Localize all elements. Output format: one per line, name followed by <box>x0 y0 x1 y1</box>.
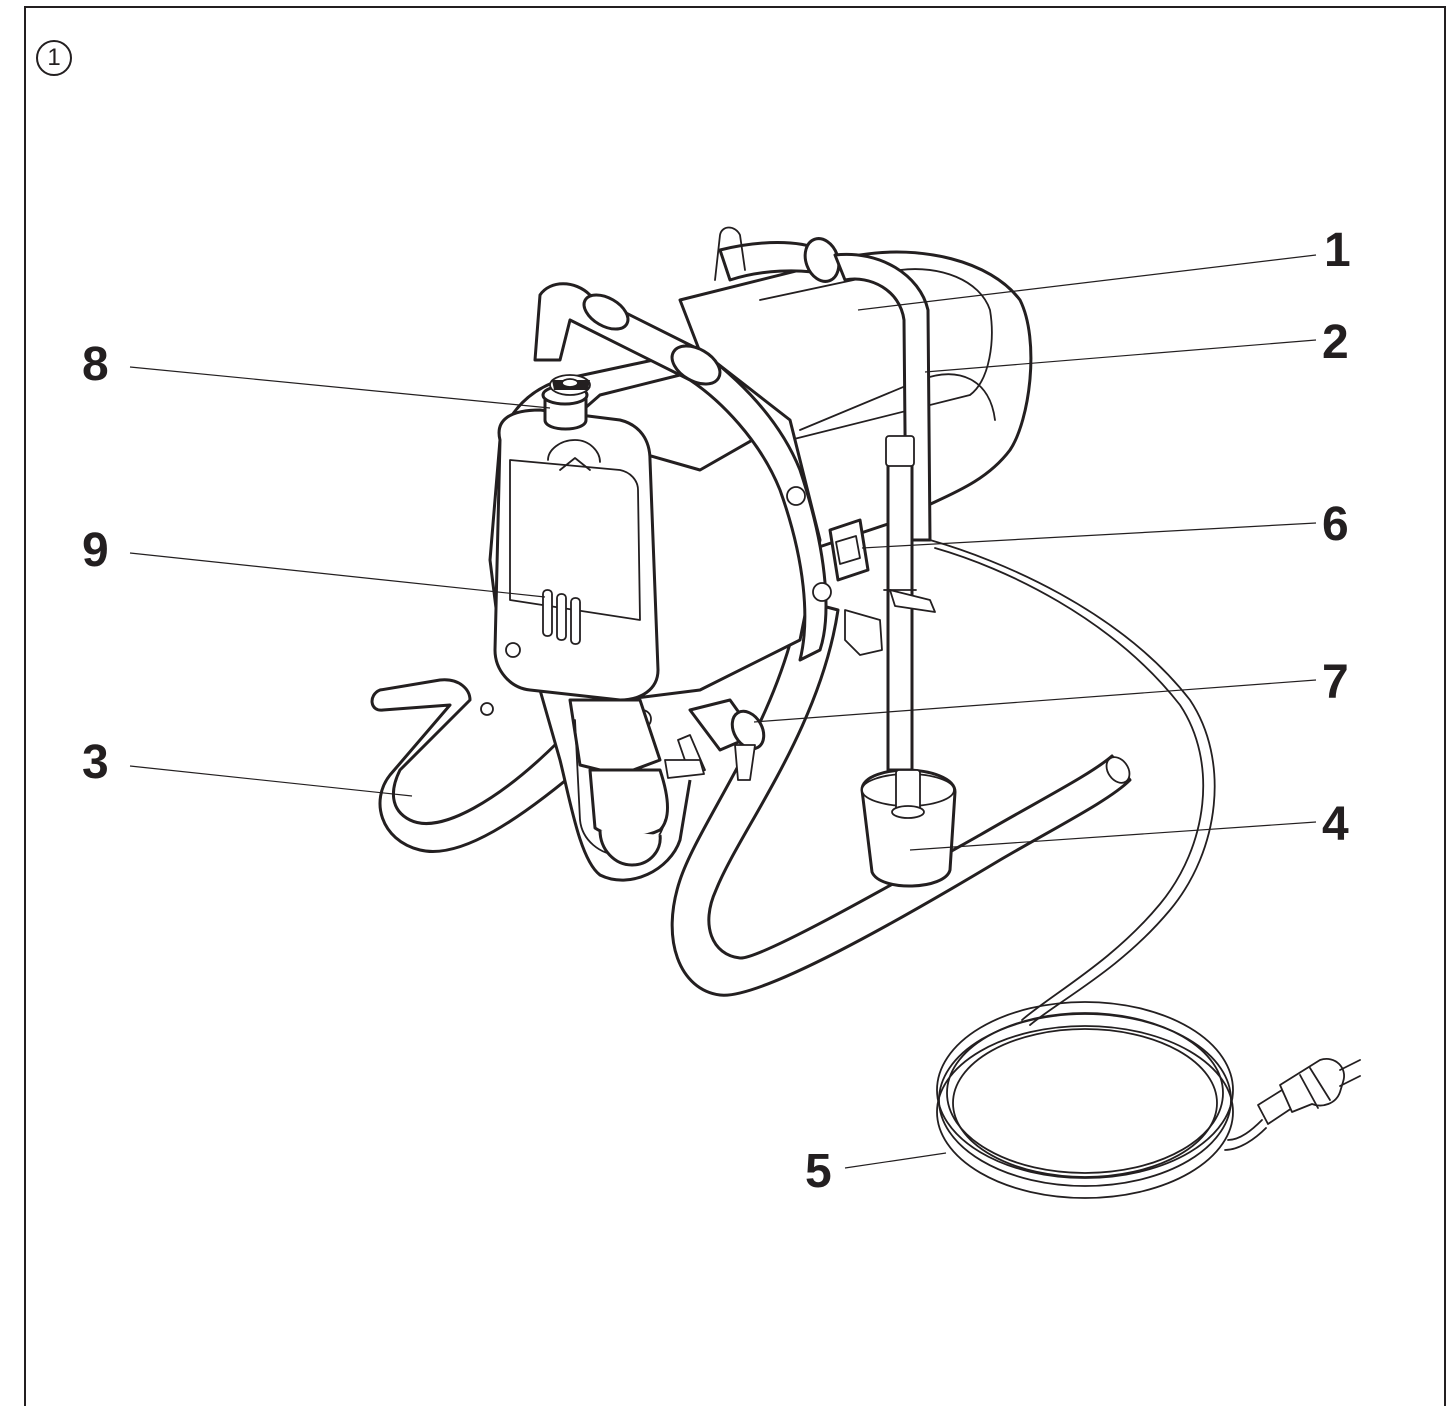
power-plug <box>1257 1058 1361 1125</box>
return-hose <box>883 435 936 772</box>
leader-lines <box>129 254 1317 1169</box>
power-cord <box>929 539 1267 1199</box>
callout-3: 3 <box>82 736 109 789</box>
callout-7: 7 <box>1322 656 1349 709</box>
leader-line-5 <box>844 1152 947 1169</box>
housing-body <box>488 250 1033 867</box>
callout-1: 1 <box>1324 224 1351 277</box>
callout-9: 9 <box>82 524 109 577</box>
figure-frame <box>24 6 1446 1406</box>
figure-number-badge: 1 <box>36 40 72 76</box>
leader-line-7 <box>753 679 1317 723</box>
on-off-switch <box>786 486 883 656</box>
callout-2: 2 <box>1322 316 1349 369</box>
leader-line-9 <box>129 552 546 598</box>
callout-4: 4 <box>1322 798 1349 851</box>
callout-8: 8 <box>82 338 109 391</box>
callout-6: 6 <box>1322 498 1349 551</box>
leader-line-6 <box>861 522 1317 549</box>
callout-numbers: 1 2 3 4 5 6 7 8 9 <box>82 224 1351 1198</box>
leader-line-4 <box>909 821 1317 851</box>
leader-line-2 <box>924 339 1317 373</box>
leader-line-1 <box>857 254 1317 311</box>
callout-5: 5 <box>805 1145 832 1198</box>
pressure-regulator <box>664 698 766 781</box>
leader-line-3 <box>129 765 413 797</box>
leader-line-8 <box>129 366 551 409</box>
outlet-valve <box>541 374 591 431</box>
suction-filter <box>860 768 957 888</box>
